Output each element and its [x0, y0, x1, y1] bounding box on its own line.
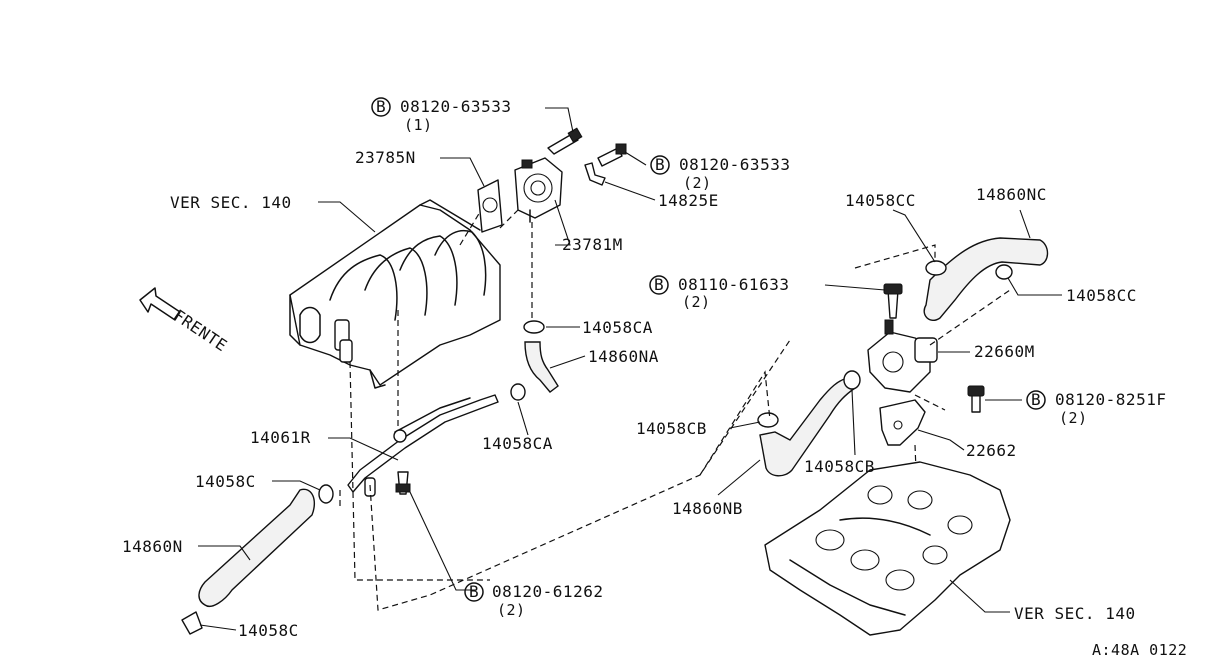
- label-23785N: 23785N: [355, 148, 416, 167]
- guide-line: [914, 394, 946, 411]
- bolt-right: [967, 385, 985, 413]
- hose-14860N: [198, 488, 316, 607]
- label-bolt-right: 08120-8251F: [1055, 390, 1166, 409]
- label-bolt-bottom-qty: (2): [497, 601, 526, 619]
- label-ver-sec-right: VER SEC. 140: [1014, 604, 1136, 623]
- label-bolt-top: 08120-63533: [400, 97, 511, 116]
- clamp-14058CB-left: [757, 412, 779, 428]
- clamp-14058CA-lower: [510, 383, 526, 401]
- bolt-symbol: B: [1031, 390, 1041, 409]
- hose-14860NC: [923, 237, 1049, 322]
- bracket-22662: [879, 399, 926, 446]
- label-bolt-bottom: 08120-61262: [492, 582, 603, 601]
- label-14058C-lower: 14058C: [238, 621, 299, 640]
- label-frente: FRENTE: [170, 306, 231, 356]
- label-ver-sec-left: VER SEC. 140: [170, 193, 292, 212]
- bracket-14825E: [584, 162, 606, 186]
- guide-line: [369, 339, 791, 611]
- hose-14860NA: [524, 341, 559, 393]
- throttle-body-23781M: [514, 157, 563, 223]
- bolt-symbol-icon: B: [650, 155, 670, 175]
- bolt-symbol: B: [469, 582, 479, 601]
- pipe-14061R: [347, 394, 499, 497]
- label-bolt-middle-qty: (2): [682, 293, 711, 311]
- label-bolt-right-qty: (2): [1059, 409, 1088, 427]
- label-14058CC-left: 14058CC: [845, 191, 916, 210]
- bolt-symbol-icon: B: [371, 97, 391, 117]
- lower-manifold: [764, 461, 1011, 636]
- label-23781M: 23781M: [562, 235, 623, 254]
- label-14860N: 14860N: [122, 537, 183, 556]
- guide-line: [459, 211, 481, 246]
- clamp-14058CC-left: [925, 260, 947, 276]
- label-14058CC-right: 14058CC: [1066, 286, 1137, 305]
- gasket-23785N: [477, 179, 503, 233]
- bolt-bottom: [395, 471, 411, 495]
- guide-line: [349, 361, 490, 581]
- bolt-symbol: B: [376, 97, 386, 116]
- label-bolt-right-top: 08120-63533: [679, 155, 790, 174]
- label-14860NC: 14860NC: [976, 185, 1047, 204]
- intake-manifold: [289, 199, 501, 389]
- label-bolt-middle: 08110-61633: [678, 275, 789, 294]
- guide-line: [854, 244, 936, 269]
- front-arrow-icon: [139, 287, 181, 321]
- bolt-top: [547, 127, 583, 155]
- clamp-14058C-lower: [181, 611, 203, 635]
- label-14061R: 14061R: [250, 428, 311, 447]
- guide-line: [499, 209, 519, 229]
- reference-code: A:48A 0122: [1092, 641, 1187, 659]
- clamp-14058C-upper: [318, 484, 334, 504]
- bolt-symbol: B: [654, 275, 664, 294]
- clamp-14058CA-upper: [523, 320, 545, 334]
- leader-lines: [198, 107, 1062, 631]
- label-14058C-upper: 14058C: [195, 472, 256, 491]
- clamp-14058CB-right: [843, 370, 861, 390]
- label-14058CB-left: 14058CB: [636, 419, 707, 438]
- label-bolt-right-top-qty: (2): [683, 174, 712, 192]
- label-22662: 22662: [966, 441, 1017, 460]
- bolt-symbol-icon: B: [464, 582, 484, 602]
- label-14860NB: 14860NB: [672, 499, 743, 518]
- hose-14860NB: [759, 377, 856, 477]
- bolt-symbol: B: [655, 155, 665, 174]
- iacv-valve-22660M: [867, 319, 938, 393]
- bolt-middle: [883, 283, 903, 319]
- clamp-14058CC-right: [995, 264, 1013, 280]
- bolt-right-top: [597, 143, 627, 167]
- label-14058CA-upper: 14058CA: [582, 318, 653, 337]
- guide-line: [929, 289, 1011, 346]
- label-bolt-top-qty: (1): [404, 116, 433, 134]
- label-14058CB-right: 14058CB: [804, 457, 875, 476]
- label-14860NA: 14860NA: [588, 347, 659, 366]
- label-14825E: 14825E: [658, 191, 719, 210]
- bolt-symbol-icon: B: [1026, 390, 1046, 410]
- bolt-symbol-icon: B: [649, 275, 669, 295]
- label-14058CA-lower: 14058CA: [482, 434, 553, 453]
- guide-line: [699, 370, 771, 476]
- label-22660M: 22660M: [974, 342, 1035, 361]
